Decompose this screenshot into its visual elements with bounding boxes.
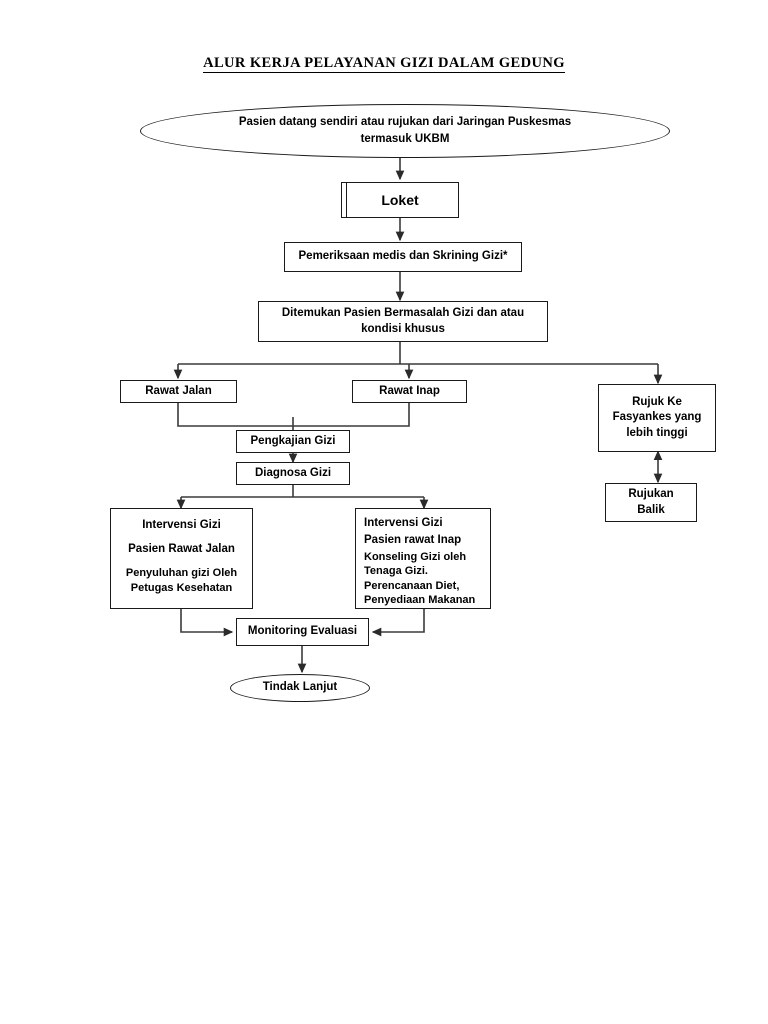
node-pengkajian-gizi[interactable]: Pengkajian Gizi [236,430,350,453]
node-intervensi-inap-line2: Pasien rawat Inap [364,533,462,546]
node-diagnosa-label: Diagnosa Gizi [254,466,332,479]
node-rujuk-line2: Fasyankes yang [612,411,702,424]
node-monitoring-evaluasi[interactable]: Monitoring Evaluasi [236,618,369,646]
node-start-pasien-datang[interactable]: Pasien datang sendiri atau rujukan dari … [140,104,670,158]
node-tindak-lanjut-label: Tindak Lanjut [262,681,338,694]
page-title: ALUR KERJA PELAYANAN GIZI DALAM GEDUNG [0,55,768,73]
node-rawat-jalan[interactable]: Rawat Jalan [120,380,237,403]
node-monitoring-label: Monitoring Evaluasi [247,625,358,638]
edge-rawat-inap-merge [293,403,410,427]
node-rujukan-balik-line1: Rujukan [628,488,674,501]
node-rujuk-ke-fasyankes[interactable]: Rujuk Ke Fasyankes yang lebih tinggi [598,384,716,452]
node-intervensi-inap-line1: Intervensi Gizi [364,517,443,529]
loket-double-bar [346,183,348,217]
node-start-line1: Pasien datang sendiri atau rujukan dari … [238,115,572,128]
node-intervensi-jalan-line3: Penyuluhan gizi Oleh [125,567,238,580]
node-ditemukan-pasien-bermasalah[interactable]: Ditemukan Pasien Bermasalah Gizi dan ata… [258,301,548,342]
node-pemeriksaan-medis[interactable]: Pemeriksaan medis dan Skrining Gizi* [284,242,522,272]
node-rawat-jalan-label: Rawat Jalan [145,384,212,397]
node-intervensi-inap-line4: Tenaga Gizi. [364,565,428,578]
page-title-text: ALUR KERJA PELAYANAN GIZI DALAM GEDUNG [203,55,565,73]
node-intervensi-jalan-line4: Petugas Kesehatan [130,581,233,594]
edge-rawat-jalan-merge [177,403,293,427]
node-intervensi-jalan-line2: Pasien Rawat Jalan [128,543,235,556]
node-rujuk-line1: Rujuk Ke [632,396,682,409]
node-intervensi-jalan-line1: Intervensi Gizi [142,519,221,531]
node-pengkajian-label: Pengkajian Gizi [250,434,336,447]
node-ditemukan-line1: Ditemukan Pasien Bermasalah Gizi dan ata… [281,307,525,320]
node-rujuk-line3: lebih tinggi [626,426,688,439]
node-rujukan-balik[interactable]: Rujukan Balik [605,483,697,522]
node-intervensi-inap-line6: Penyediaan Makanan [364,594,476,607]
node-start-line2: termasuk UKBM [360,133,450,145]
node-diagnosa-gizi[interactable]: Diagnosa Gizi [236,462,350,485]
node-rawat-inap[interactable]: Rawat Inap [352,380,467,403]
node-intervensi-inap-line3: Konseling Gizi oleh [364,550,467,563]
node-pemeriksaan-label: Pemeriksaan medis dan Skrining Gizi* [298,250,508,263]
node-intervensi-gizi-rawat-jalan[interactable]: Intervensi Gizi Pasien Rawat Jalan Penyu… [110,508,253,609]
edge-intervensi-jalan-to-monitoring [180,609,234,637]
edge-intervensi-inap-to-monitoring [371,609,425,637]
node-intervensi-inap-line5: Perencanaan Diet, [364,579,460,592]
node-loket[interactable]: Loket [341,182,459,218]
node-intervensi-gizi-rawat-inap[interactable]: Intervensi Gizi Pasien rawat Inap Konsel… [355,508,491,609]
node-rawat-inap-label: Rawat Inap [379,384,440,397]
node-loket-label: Loket [381,191,419,208]
node-ditemukan-line2: kondisi khusus [361,322,445,335]
node-rujukan-balik-line2: Balik [637,503,665,516]
node-tindak-lanjut[interactable]: Tindak Lanjut [230,674,370,702]
